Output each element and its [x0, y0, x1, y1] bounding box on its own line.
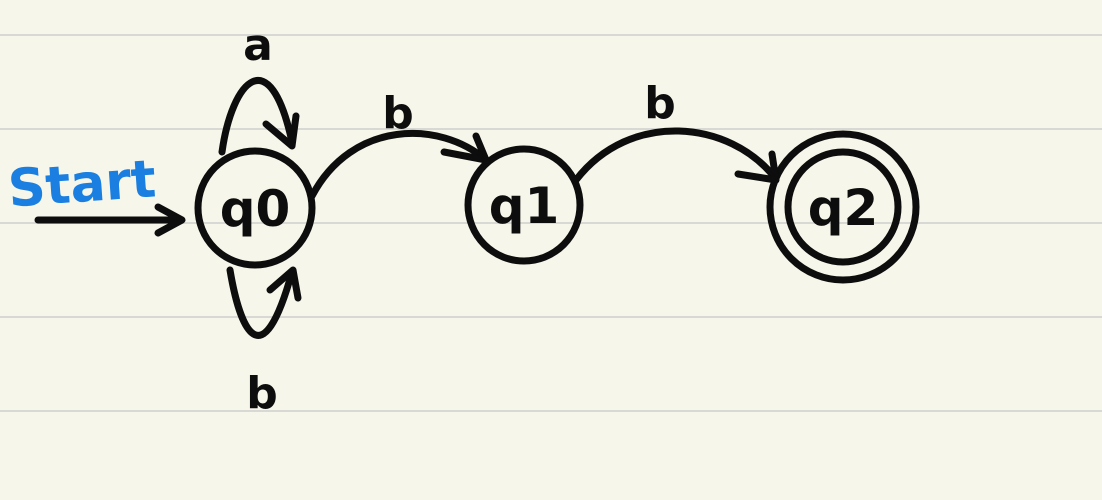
- state-q2-inner-circle: [784, 148, 902, 266]
- state-q2-label: q2: [808, 179, 879, 237]
- state-q1: q1: [464, 145, 584, 265]
- start-label: Start: [6, 149, 158, 219]
- self-loop-top-arrowhead: [262, 112, 300, 150]
- state-q0: q0: [194, 147, 316, 269]
- edge-q0-q1-arrowhead: [440, 132, 490, 164]
- self-loop-top-arc: [218, 77, 296, 156]
- self-loop-bottom-arc: [226, 266, 296, 339]
- state-q2: q2: [766, 130, 920, 284]
- transition-q0-q1-b: b: [308, 88, 490, 200]
- transition-q1-q2-b: b: [572, 78, 780, 184]
- transition-q0-q0-a: a: [218, 20, 300, 156]
- transition-label-b-loop: b: [246, 368, 278, 419]
- state-q0-circle: [194, 147, 316, 269]
- state-q1-label: q1: [489, 177, 560, 235]
- state-q1-circle: [464, 145, 584, 265]
- self-loop-bottom-arrowhead: [266, 266, 302, 302]
- edge-q1-q2-arrowhead: [734, 150, 780, 184]
- transition-label-b-q0-q1: b: [382, 88, 414, 139]
- transition-label-b-q1-q2: b: [644, 78, 676, 129]
- state-q0-label: q0: [220, 180, 291, 238]
- transition-q0-q0-b: b: [226, 266, 302, 419]
- edge-q0-q1: [308, 129, 490, 200]
- transition-label-a: a: [243, 20, 273, 71]
- start-arrowhead: [154, 203, 186, 237]
- edge-q1-q2: [572, 127, 779, 184]
- state-q2-outer-circle: [766, 130, 920, 284]
- start-arrow: [34, 203, 186, 237]
